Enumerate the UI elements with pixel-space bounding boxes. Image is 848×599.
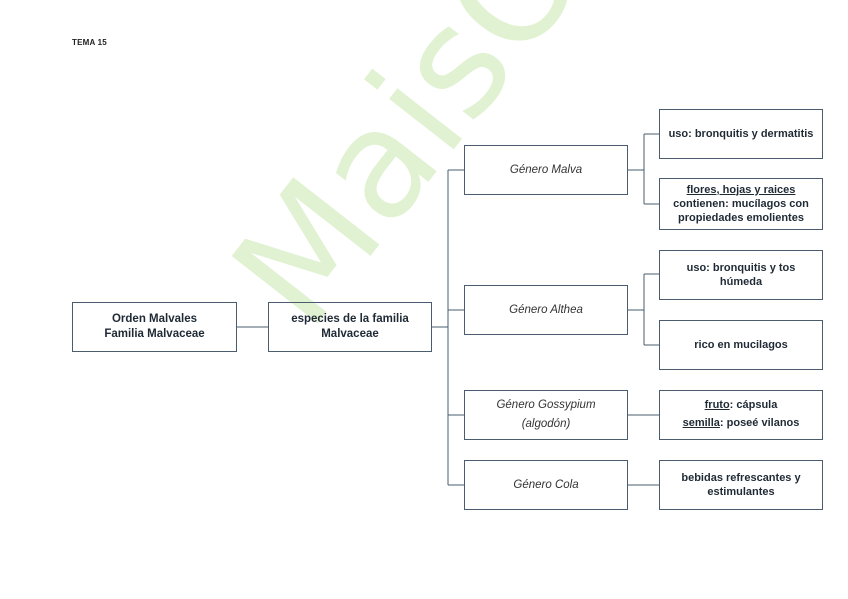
node-althea-uso: uso: bronquitis y tos húmeda: [659, 250, 823, 300]
node-text: contienen: mucílagos con: [673, 197, 809, 210]
node-gossypium-detail: fruto: cápsula semilla: poseé vilanos: [659, 390, 823, 440]
node-genero-althea: Género Althea: [464, 285, 628, 335]
node-text: Género Malva: [509, 163, 583, 176]
node-malva-flores: flores, hojas y raices contienen: mucíla…: [659, 178, 823, 230]
page-heading: TEMA 15: [72, 38, 107, 47]
node-text: : poseé vilanos: [719, 417, 800, 429]
node-text: Orden Malvales: [111, 313, 197, 326]
node-genero-malva: Género Malva: [464, 145, 628, 195]
node-orden-malvales: Orden Malvales Familia Malvaceae: [72, 302, 237, 352]
node-text: uso: bronquitis y dermatitis: [668, 127, 814, 140]
node-cola-detail: bebidas refrescantes y estimulantes: [659, 460, 823, 510]
node-text: bebidas refrescantes y: [681, 471, 801, 484]
node-text: Familia Malvaceae: [104, 328, 205, 340]
node-text: especies de la familia: [291, 313, 409, 326]
node-text: Género Cola: [513, 478, 579, 491]
node-text: (algodón): [521, 418, 571, 430]
node-text: propiedades emolientes: [678, 212, 804, 225]
node-text: estimulantes: [707, 486, 775, 498]
node-genero-gossypium: Género Gossypium (algodón): [464, 390, 628, 440]
node-text: Género Althea: [509, 303, 583, 316]
node-text-underlined: fruto: [704, 399, 730, 412]
node-text: Género Gossypium: [496, 399, 596, 412]
node-text-line: semilla: poseé vilanos: [683, 415, 800, 433]
node-especies: especies de la familia Malvaceae: [268, 302, 432, 352]
node-text-underlined: flores, hojas y raices: [686, 183, 796, 196]
node-text: uso: bronquitis y tos: [686, 261, 796, 274]
node-text-line: fruto: cápsula: [705, 397, 778, 415]
node-text: Malvaceae: [321, 328, 379, 340]
node-text: rico en mucilagos: [694, 338, 788, 351]
node-text-underlined: semilla: [682, 417, 720, 429]
node-genero-cola: Género Cola: [464, 460, 628, 510]
node-malva-uso: uso: bronquitis y dermatitis: [659, 109, 823, 159]
node-text: húmeda: [719, 276, 763, 288]
node-althea-rico: rico en mucilagos: [659, 320, 823, 370]
node-text: : cápsula: [729, 399, 778, 412]
